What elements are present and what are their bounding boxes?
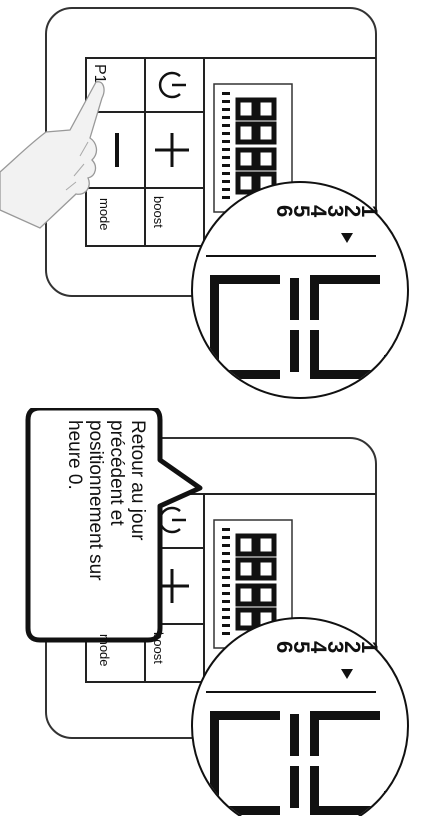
day-1: 1 xyxy=(357,641,382,653)
big-p xyxy=(384,791,407,816)
day-numbers: 1 2 3 4 5 6 xyxy=(272,205,382,218)
lcd-time-digits xyxy=(235,533,277,631)
day-numbers: 1 2 3 4 5 6 xyxy=(272,641,382,654)
boost-label: boost xyxy=(151,196,166,228)
triangle-marker-icon xyxy=(341,669,353,679)
thermostat-diagram-top: 1 2 3 4 5 6 xyxy=(45,7,409,399)
day-6: 6 xyxy=(272,641,297,653)
triangle-marker-icon xyxy=(341,233,353,243)
zoom-circle xyxy=(191,181,409,399)
mode-label: mode xyxy=(97,634,112,667)
speech-bubble xyxy=(25,408,203,643)
power-icon xyxy=(158,71,186,99)
day-4: 4 xyxy=(306,641,331,654)
day-2: 2 xyxy=(340,641,365,653)
thermostat-diagram-bottom: 1 2 3 4 5 6 xyxy=(25,408,409,816)
boost-label: boost xyxy=(151,632,166,664)
day-4: 4 xyxy=(306,205,331,218)
day-2: 2 xyxy=(340,205,365,217)
day-3: 3 xyxy=(323,205,348,217)
scene-top: 1 2 3 4 5 6 P1 mode boost xyxy=(0,7,409,399)
lcd-hour-scale xyxy=(222,92,230,199)
big-digit-zero xyxy=(210,711,380,815)
day-6: 6 xyxy=(272,205,297,217)
day-5: 5 xyxy=(289,641,314,653)
lcd-hour-scale xyxy=(222,528,230,635)
lcd-time-digits xyxy=(235,97,277,195)
zoom-circle xyxy=(191,617,409,816)
hand-pointer-icon xyxy=(0,81,105,229)
big-p xyxy=(384,355,407,382)
day-3: 3 xyxy=(323,641,348,653)
scene-bottom: 1 2 3 4 5 6 mode boost Retour au jour pr… xyxy=(0,408,430,816)
day-5: 5 xyxy=(289,205,314,217)
callout-text: Retour au jour précédent et positionneme… xyxy=(64,420,148,581)
day-1: 1 xyxy=(357,205,382,217)
big-digit-zero xyxy=(210,275,380,379)
plus-icon xyxy=(155,133,189,167)
